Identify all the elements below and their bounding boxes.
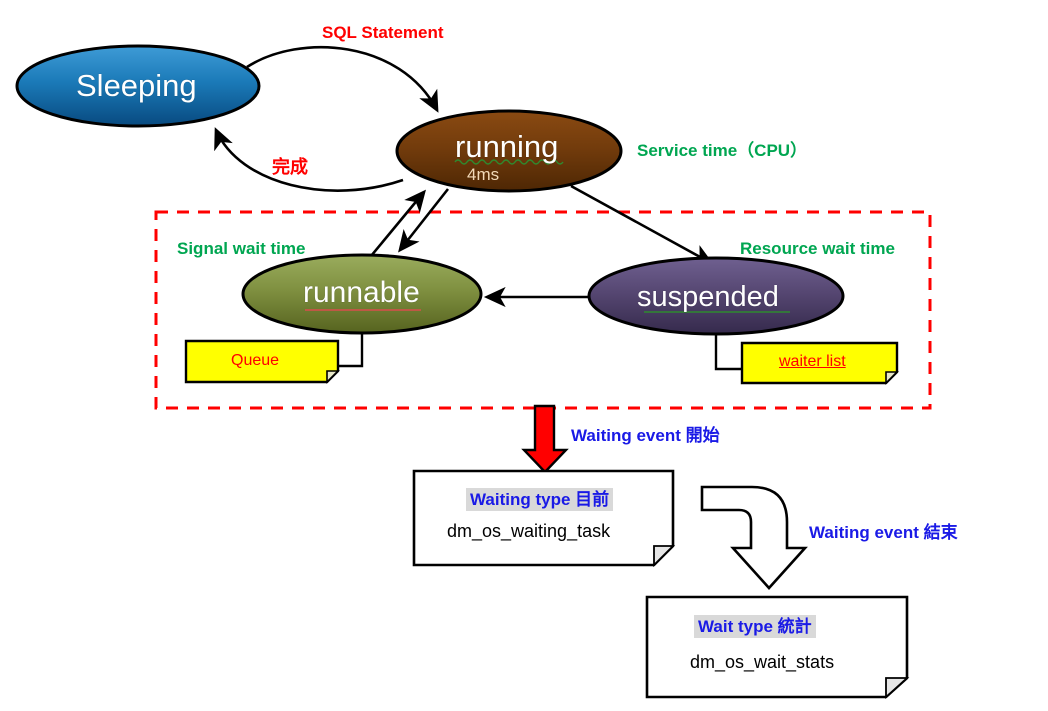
- dmv-box-waiting-task-body: dm_os_waiting_task: [447, 521, 611, 541]
- label-sql-statement: SQL Statement: [322, 23, 444, 42]
- dmv-box-wait-stats-shape: [645, 595, 909, 699]
- node-sleeping[interactable]: [15, 44, 261, 128]
- label-complete: 完成: [272, 157, 308, 177]
- node-running-label: running: [455, 129, 559, 164]
- node-sleeping-label: Sleeping: [76, 68, 197, 103]
- label-service-time: Service time（CPU）: [637, 141, 808, 160]
- wait-time-region-border: [154, 210, 932, 410]
- waiting-event-start-arrow: [521, 404, 569, 474]
- dmv-box-waiting-task-shape: [412, 469, 675, 567]
- label-signal-wait-time: Signal wait time: [177, 239, 306, 258]
- dmv-box-waiting-task-heading: Waiting type 目前: [466, 488, 614, 511]
- waiting-event-end-arrow: [700, 485, 808, 590]
- dmv-box-wait-stats-body: dm_os_wait_stats: [690, 652, 835, 672]
- edge-running-to-suspended: [570, 184, 714, 265]
- label-waiting-event-end: Waiting event 結束: [809, 523, 958, 542]
- note-queue-label: Queue: [231, 352, 280, 369]
- dmv-box-waiting-task-fold: [653, 545, 676, 568]
- note-waiter-list-fold: [885, 371, 899, 385]
- note-queue-fold: [326, 370, 340, 384]
- node-running-sublabel: 4ms: [467, 165, 500, 184]
- node-running[interactable]: [395, 109, 623, 193]
- label-resource-wait-time: Resource wait time: [740, 239, 895, 258]
- spellcheck-squiggle-running: [454, 159, 564, 165]
- edge-running-to-runnable: [398, 188, 450, 253]
- note-waiter-list-label: waiter list: [779, 353, 846, 370]
- node-runnable-label: runnable: [303, 276, 420, 309]
- node-suspended-label: suspended: [637, 281, 779, 313]
- dmv-box-wait-stats-heading: Wait type 統計: [694, 615, 816, 638]
- dmv-box-wait-stats-fold: [885, 677, 910, 700]
- edge-running-to-sleeping: [214, 127, 404, 192]
- connector-suspended-waiter-list: [714, 333, 742, 371]
- label-waiting-event-start: Waiting event 開始: [571, 426, 720, 445]
- edge-sleeping-to-running: [246, 45, 439, 113]
- connector-runnable-queue: [338, 332, 364, 368]
